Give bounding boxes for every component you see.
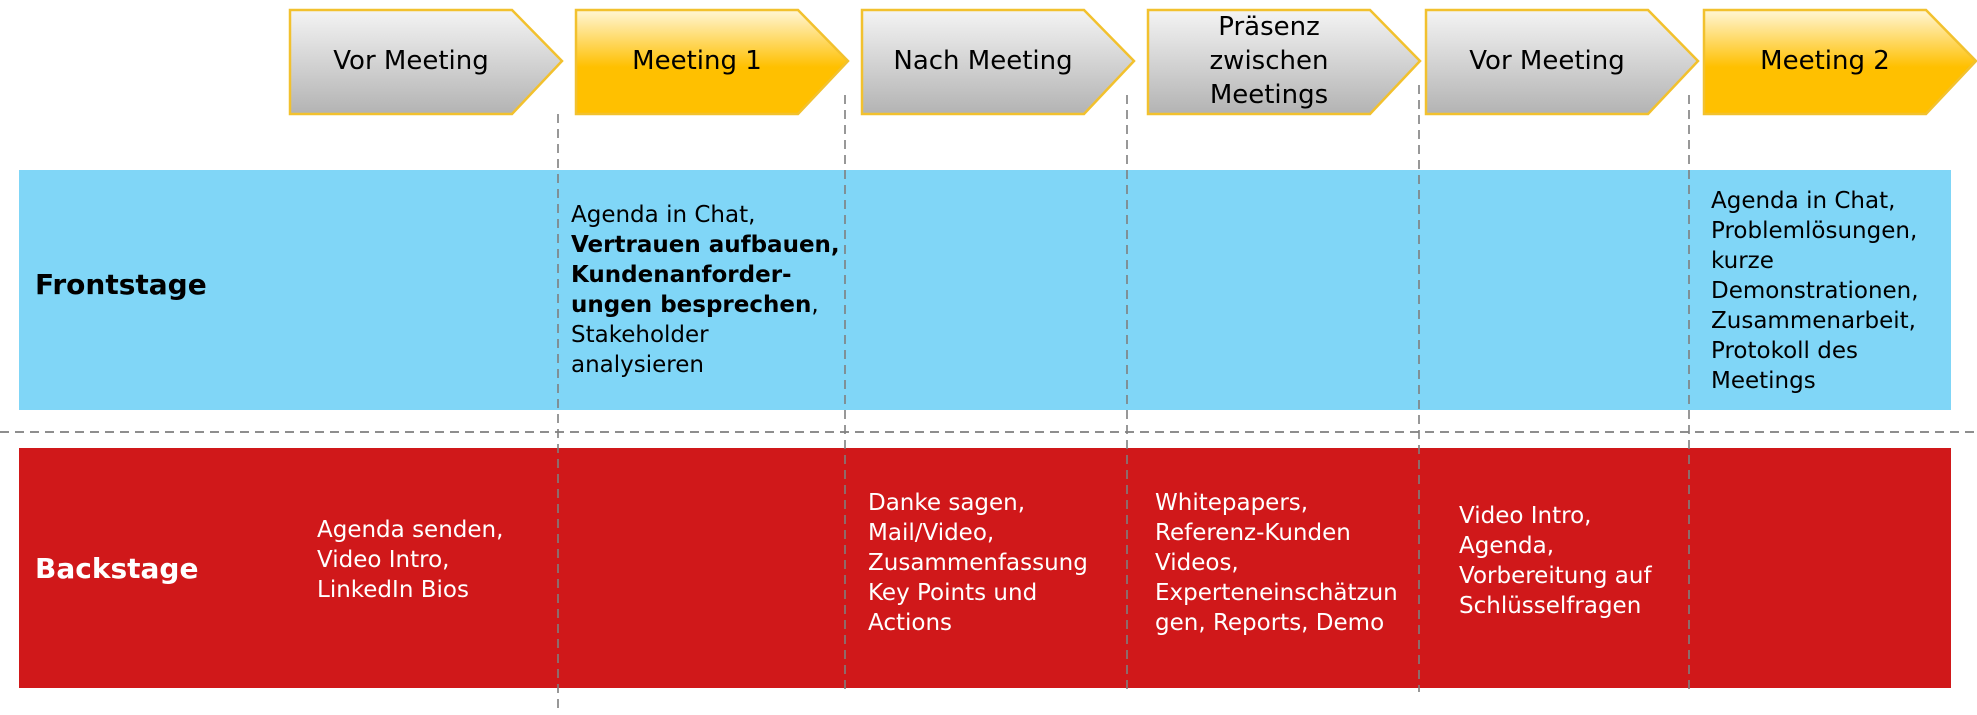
cell-line: Video Intro, (317, 547, 450, 573)
cell-line: Experteneinschätzun (1155, 580, 1398, 606)
frontstage-meeting-1-cell: Agenda in Chat, Vertrauen aufbauen, Kund… (571, 200, 840, 380)
cell-line: Meetings (1711, 368, 1816, 394)
phase-label-vor-meeting-1: Vor Meeting (333, 45, 489, 76)
frontstage-band (19, 170, 1951, 410)
phase-arrow-meeting-1 (574, 8, 850, 116)
cell-line: Videos, (1155, 550, 1239, 576)
cell-line-mixed: ungen besprechen, (571, 290, 840, 320)
cell-line: Mail/Video, (868, 520, 995, 546)
phase-label-praesenz: Präsenz zwischen Meetings (1209, 11, 1329, 110)
cell-line: gen, Reports, Demo (1155, 610, 1385, 636)
cell-text: , (811, 292, 819, 318)
cell-line: Agenda, (1459, 533, 1555, 559)
phase-label-vor-meeting-2: Vor Meeting (1469, 45, 1625, 76)
cell-line: Key Points und (868, 580, 1038, 606)
frontstage-meeting-2-cell: Agenda in Chat, Problemlösungen, kurze D… (1711, 186, 1919, 396)
phase-label-meeting-1: Meeting 1 (632, 45, 762, 76)
cell-line: Video Intro, (1459, 503, 1592, 529)
cell-line: Vorbereitung auf (1459, 563, 1652, 589)
cell-line: Agenda in Chat, (1711, 188, 1896, 214)
backstage-title: Backstage (35, 552, 199, 585)
phase-label-nach-meeting: Nach Meeting (893, 45, 1073, 76)
cell-line: Schlüsselfragen (1459, 593, 1642, 619)
cell-text-bold: ungen besprechen (571, 292, 812, 318)
cell-line: Demonstrationen, (1711, 278, 1919, 304)
cell-line: Referenz-Kunden (1155, 520, 1351, 546)
cell-line: Problemlösungen, (1711, 218, 1918, 244)
backstage-praesenz-cell: Whitepapers, Referenz-Kunden Videos, Exp… (1155, 488, 1398, 638)
cell-line: kurze (1711, 248, 1774, 274)
frontstage-title: Frontstage (35, 268, 207, 301)
phase-arrow-vor-meeting-1 (288, 8, 564, 116)
phase-label-meeting-2: Meeting 2 (1760, 45, 1890, 76)
cell-line: analysieren (571, 352, 704, 378)
cell-line: Zusammenfassung (868, 550, 1088, 576)
cell-line: Danke sagen, (868, 490, 1026, 516)
cell-line: Actions (868, 610, 953, 636)
cell-line: Agenda senden, (317, 517, 504, 543)
cell-line: Zusammenarbeit, (1711, 308, 1916, 334)
backstage-nach-meeting-cell: Danke sagen, Mail/Video, Zusammenfassung… (868, 488, 1088, 638)
phase-arrow-vor-meeting-2 (1424, 8, 1700, 116)
cell-line-bold: Kundenanforder- (571, 262, 792, 288)
cell-line: Whitepapers, (1155, 490, 1309, 516)
cell-line: Stakeholder (571, 322, 709, 348)
phase-arrow-praesenz (1146, 8, 1422, 116)
backstage-vor-meeting-2-cell: Video Intro, Agenda, Vorbereitung auf Sc… (1459, 501, 1652, 621)
phase-arrow-nach-meeting (860, 8, 1136, 116)
backstage-vor-meeting-1-cell: Agenda senden, Video Intro, LinkedIn Bio… (317, 515, 503, 605)
cell-line: Protokoll des (1711, 338, 1858, 364)
cell-line-bold: Vertrauen aufbauen, (571, 232, 840, 258)
backstage-band (19, 448, 1951, 688)
phase-arrow-meeting-2 (1702, 8, 1977, 116)
cell-line: LinkedIn Bios (317, 577, 469, 603)
cell-line: Agenda in Chat, (571, 202, 756, 228)
